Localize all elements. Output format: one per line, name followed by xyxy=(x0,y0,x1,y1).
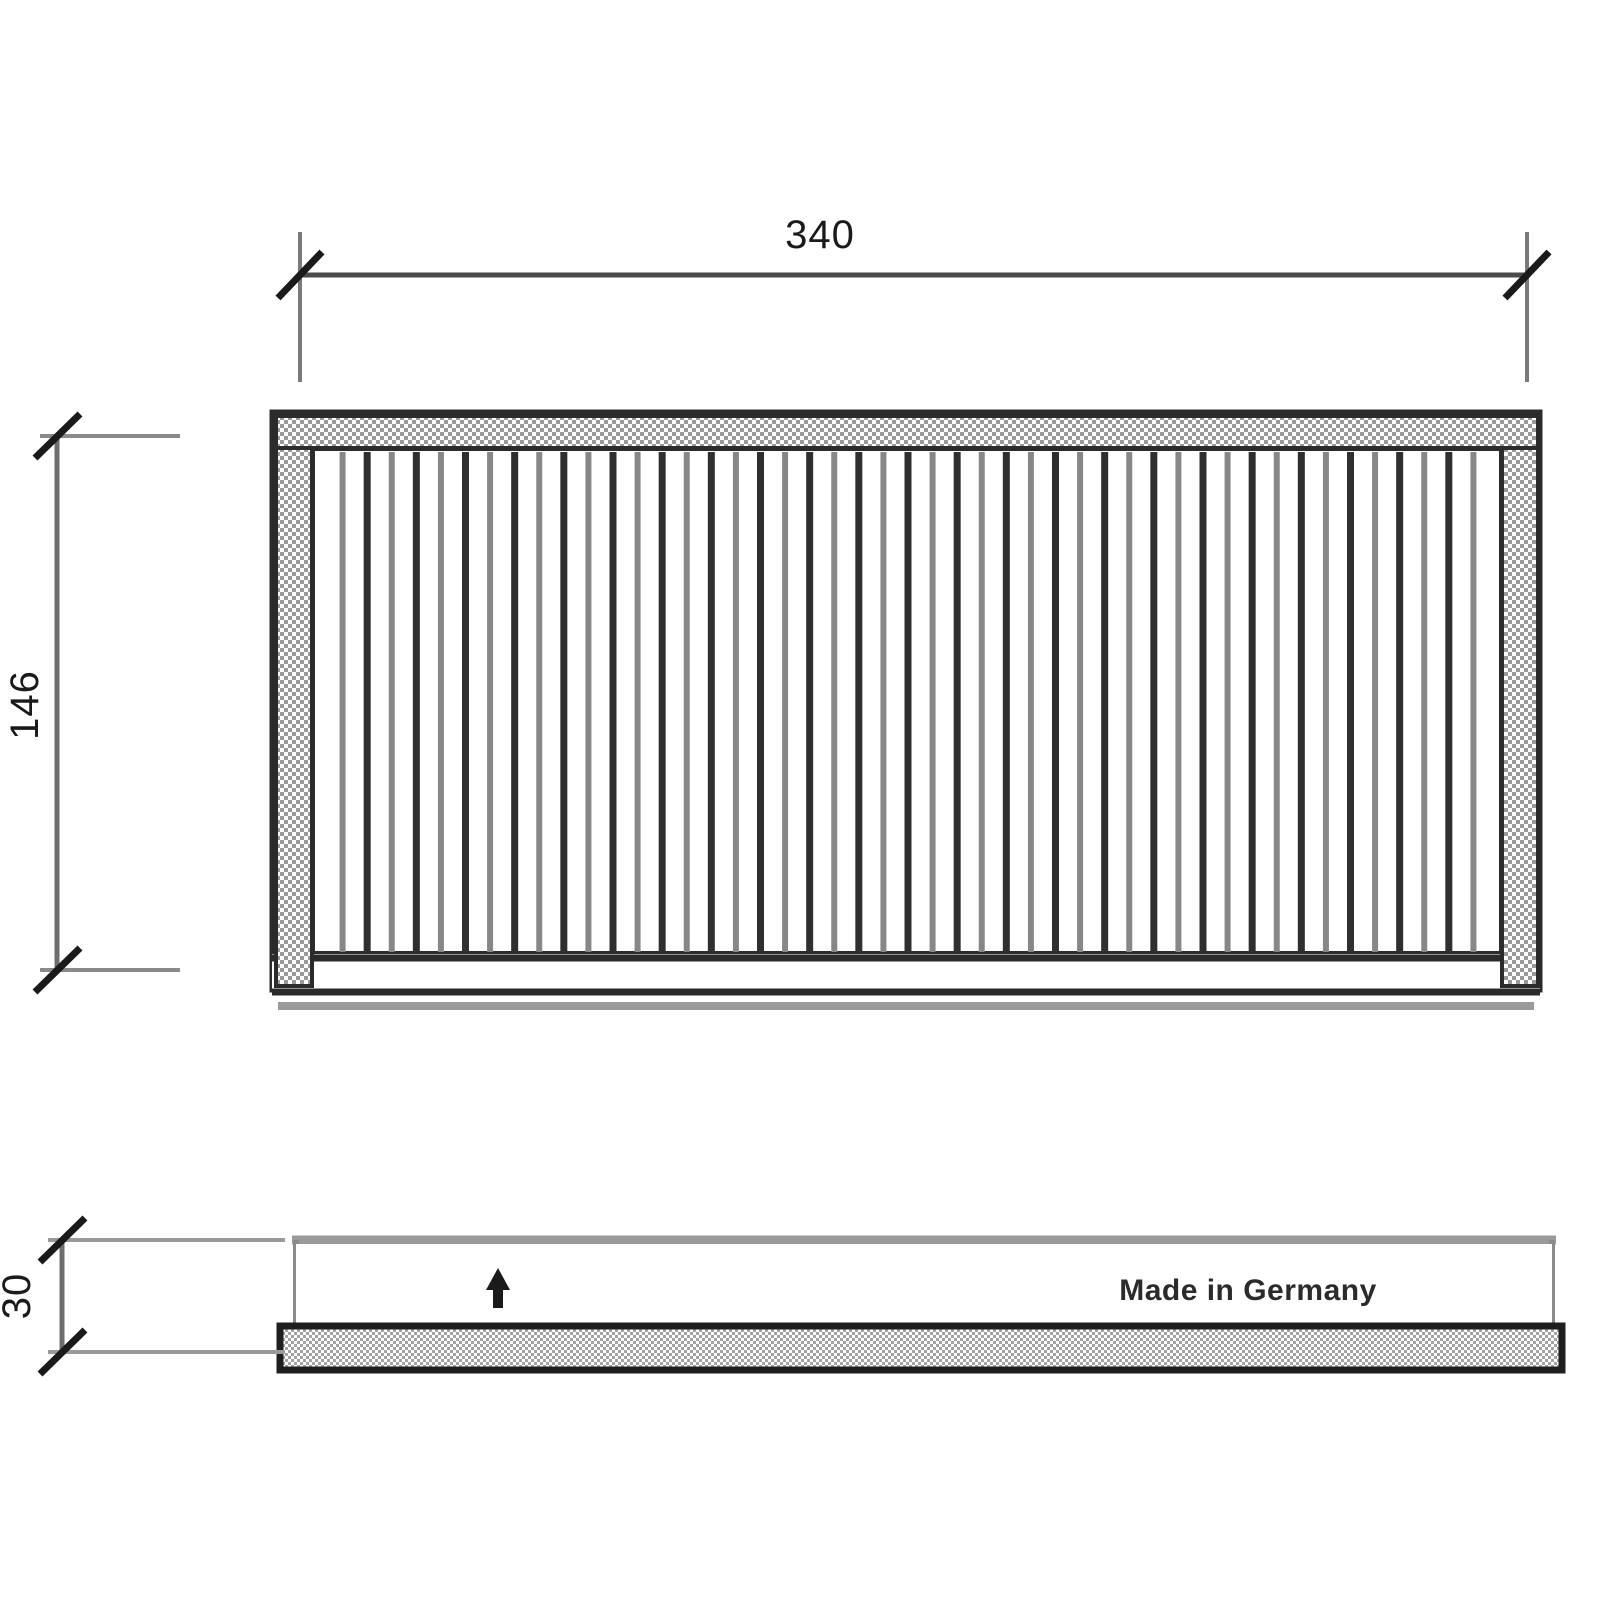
height-dimension-label: 146 xyxy=(3,670,47,740)
made-in-germany-label: Made in Germany xyxy=(1119,1274,1377,1307)
depth-dimension-label: 30 xyxy=(0,1273,39,1320)
width-tick-left xyxy=(275,249,325,301)
depth-tick-bottom xyxy=(37,1327,88,1377)
filter-plan-view xyxy=(269,409,1543,1010)
height-dimension-group: 146 xyxy=(3,411,180,995)
width-dimension-label: 340 xyxy=(785,213,855,257)
pleat-line-set xyxy=(339,452,1477,952)
height-tick-top xyxy=(32,411,83,461)
filter-edge-view: Made in Germany xyxy=(276,1235,1566,1374)
width-dimension-group: 340 xyxy=(275,213,1552,382)
seal-band-top xyxy=(274,414,1540,450)
seal-column-right xyxy=(1500,414,1540,988)
edge-view-seal-band xyxy=(276,1322,1566,1374)
up-arrow-icon xyxy=(486,1268,510,1308)
width-tick-right xyxy=(1502,249,1552,301)
depth-tick-top xyxy=(37,1215,88,1265)
up-arrow-glyph xyxy=(486,1268,510,1308)
depth-dimension-group: 30 xyxy=(0,1215,285,1377)
seal-column-left xyxy=(274,414,314,988)
height-tick-bottom xyxy=(32,945,83,995)
